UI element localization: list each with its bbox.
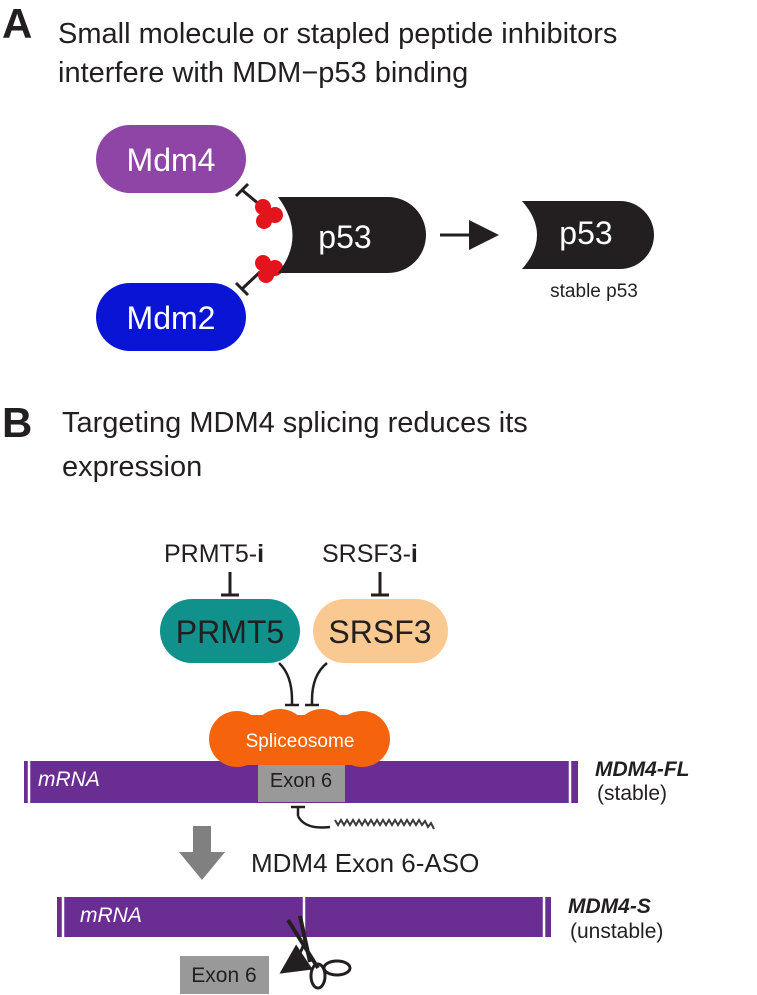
prmt5-inhibition-bar xyxy=(221,572,239,597)
aso-inhibition-line xyxy=(291,805,331,829)
mdm4-fl-label: MDM4-FL xyxy=(595,758,689,781)
mrna-label-top: mRNA xyxy=(38,768,100,791)
p53-protein: p53 xyxy=(278,197,426,273)
mdm4-s-status: (unstable) xyxy=(570,920,663,943)
splicing-down-arrow xyxy=(179,826,225,880)
spliceosome: Spliceosome xyxy=(209,709,390,767)
srsf3-inhibitor-label: SRSF3-i xyxy=(322,540,418,568)
srsf3-label: SRSF3 xyxy=(328,614,431,650)
panel-b-letter: B xyxy=(2,399,32,446)
mrna-label-bottom: mRNA xyxy=(80,904,142,927)
panel-a-title-line1: Small molecule or stapled peptide inhibi… xyxy=(58,18,617,50)
srsf3-inhibition-bar xyxy=(371,572,389,597)
excision-arrow xyxy=(279,939,313,974)
exon-6-box: Exon 6 xyxy=(258,762,345,802)
mdm4-label: Mdm4 xyxy=(127,142,216,178)
inhibitor-block-mdm4 xyxy=(234,182,261,207)
prmt5-to-spliceosome-line xyxy=(278,662,299,707)
stable-p53-caption: stable p53 xyxy=(550,281,638,302)
mdm4-fl-status: (stable) xyxy=(597,782,667,805)
prmt5-inhibitor-label: PRMT5-i xyxy=(164,540,264,568)
stable-p53-protein: p53 xyxy=(522,201,654,269)
spliceosome-label: Spliceosome xyxy=(246,731,355,752)
excised-exon-6-box: Exon 6 xyxy=(180,956,269,994)
panel-b-title-line1: Targeting MDM4 splicing reduces its xyxy=(62,407,528,439)
srsf3-protein: SRSF3 xyxy=(313,599,448,663)
p53-label: p53 xyxy=(318,219,371,255)
panel-b-title-line2: expression xyxy=(62,451,202,483)
mdm4-protein: Mdm4 xyxy=(96,125,246,193)
prmt5-label: PRMT5 xyxy=(176,614,284,650)
mdm4-s-label: MDM4-S xyxy=(568,895,651,918)
mdm2-label: Mdm2 xyxy=(127,300,216,336)
srsf3-to-spliceosome-line xyxy=(305,662,328,707)
prmt5-protein: PRMT5 xyxy=(160,599,300,663)
panel-a-title-line2: interfere with MDM−p53 binding xyxy=(58,57,468,89)
panel-a-letter: A xyxy=(2,0,32,47)
inhibitor-block-mdm2 xyxy=(234,270,262,297)
stable-p53-label: p53 xyxy=(559,215,612,251)
aso-oligo-icon xyxy=(334,818,435,830)
exon-6-label: Exon 6 xyxy=(270,770,332,792)
inhibitor-molecule-bottom xyxy=(255,255,283,283)
inhibitor-molecule-top xyxy=(255,199,283,229)
mdm2-protein: Mdm2 xyxy=(96,283,246,351)
aso-label: MDM4 Exon 6-ASO xyxy=(251,848,479,878)
excised-exon-6-label: Exon 6 xyxy=(191,964,256,987)
